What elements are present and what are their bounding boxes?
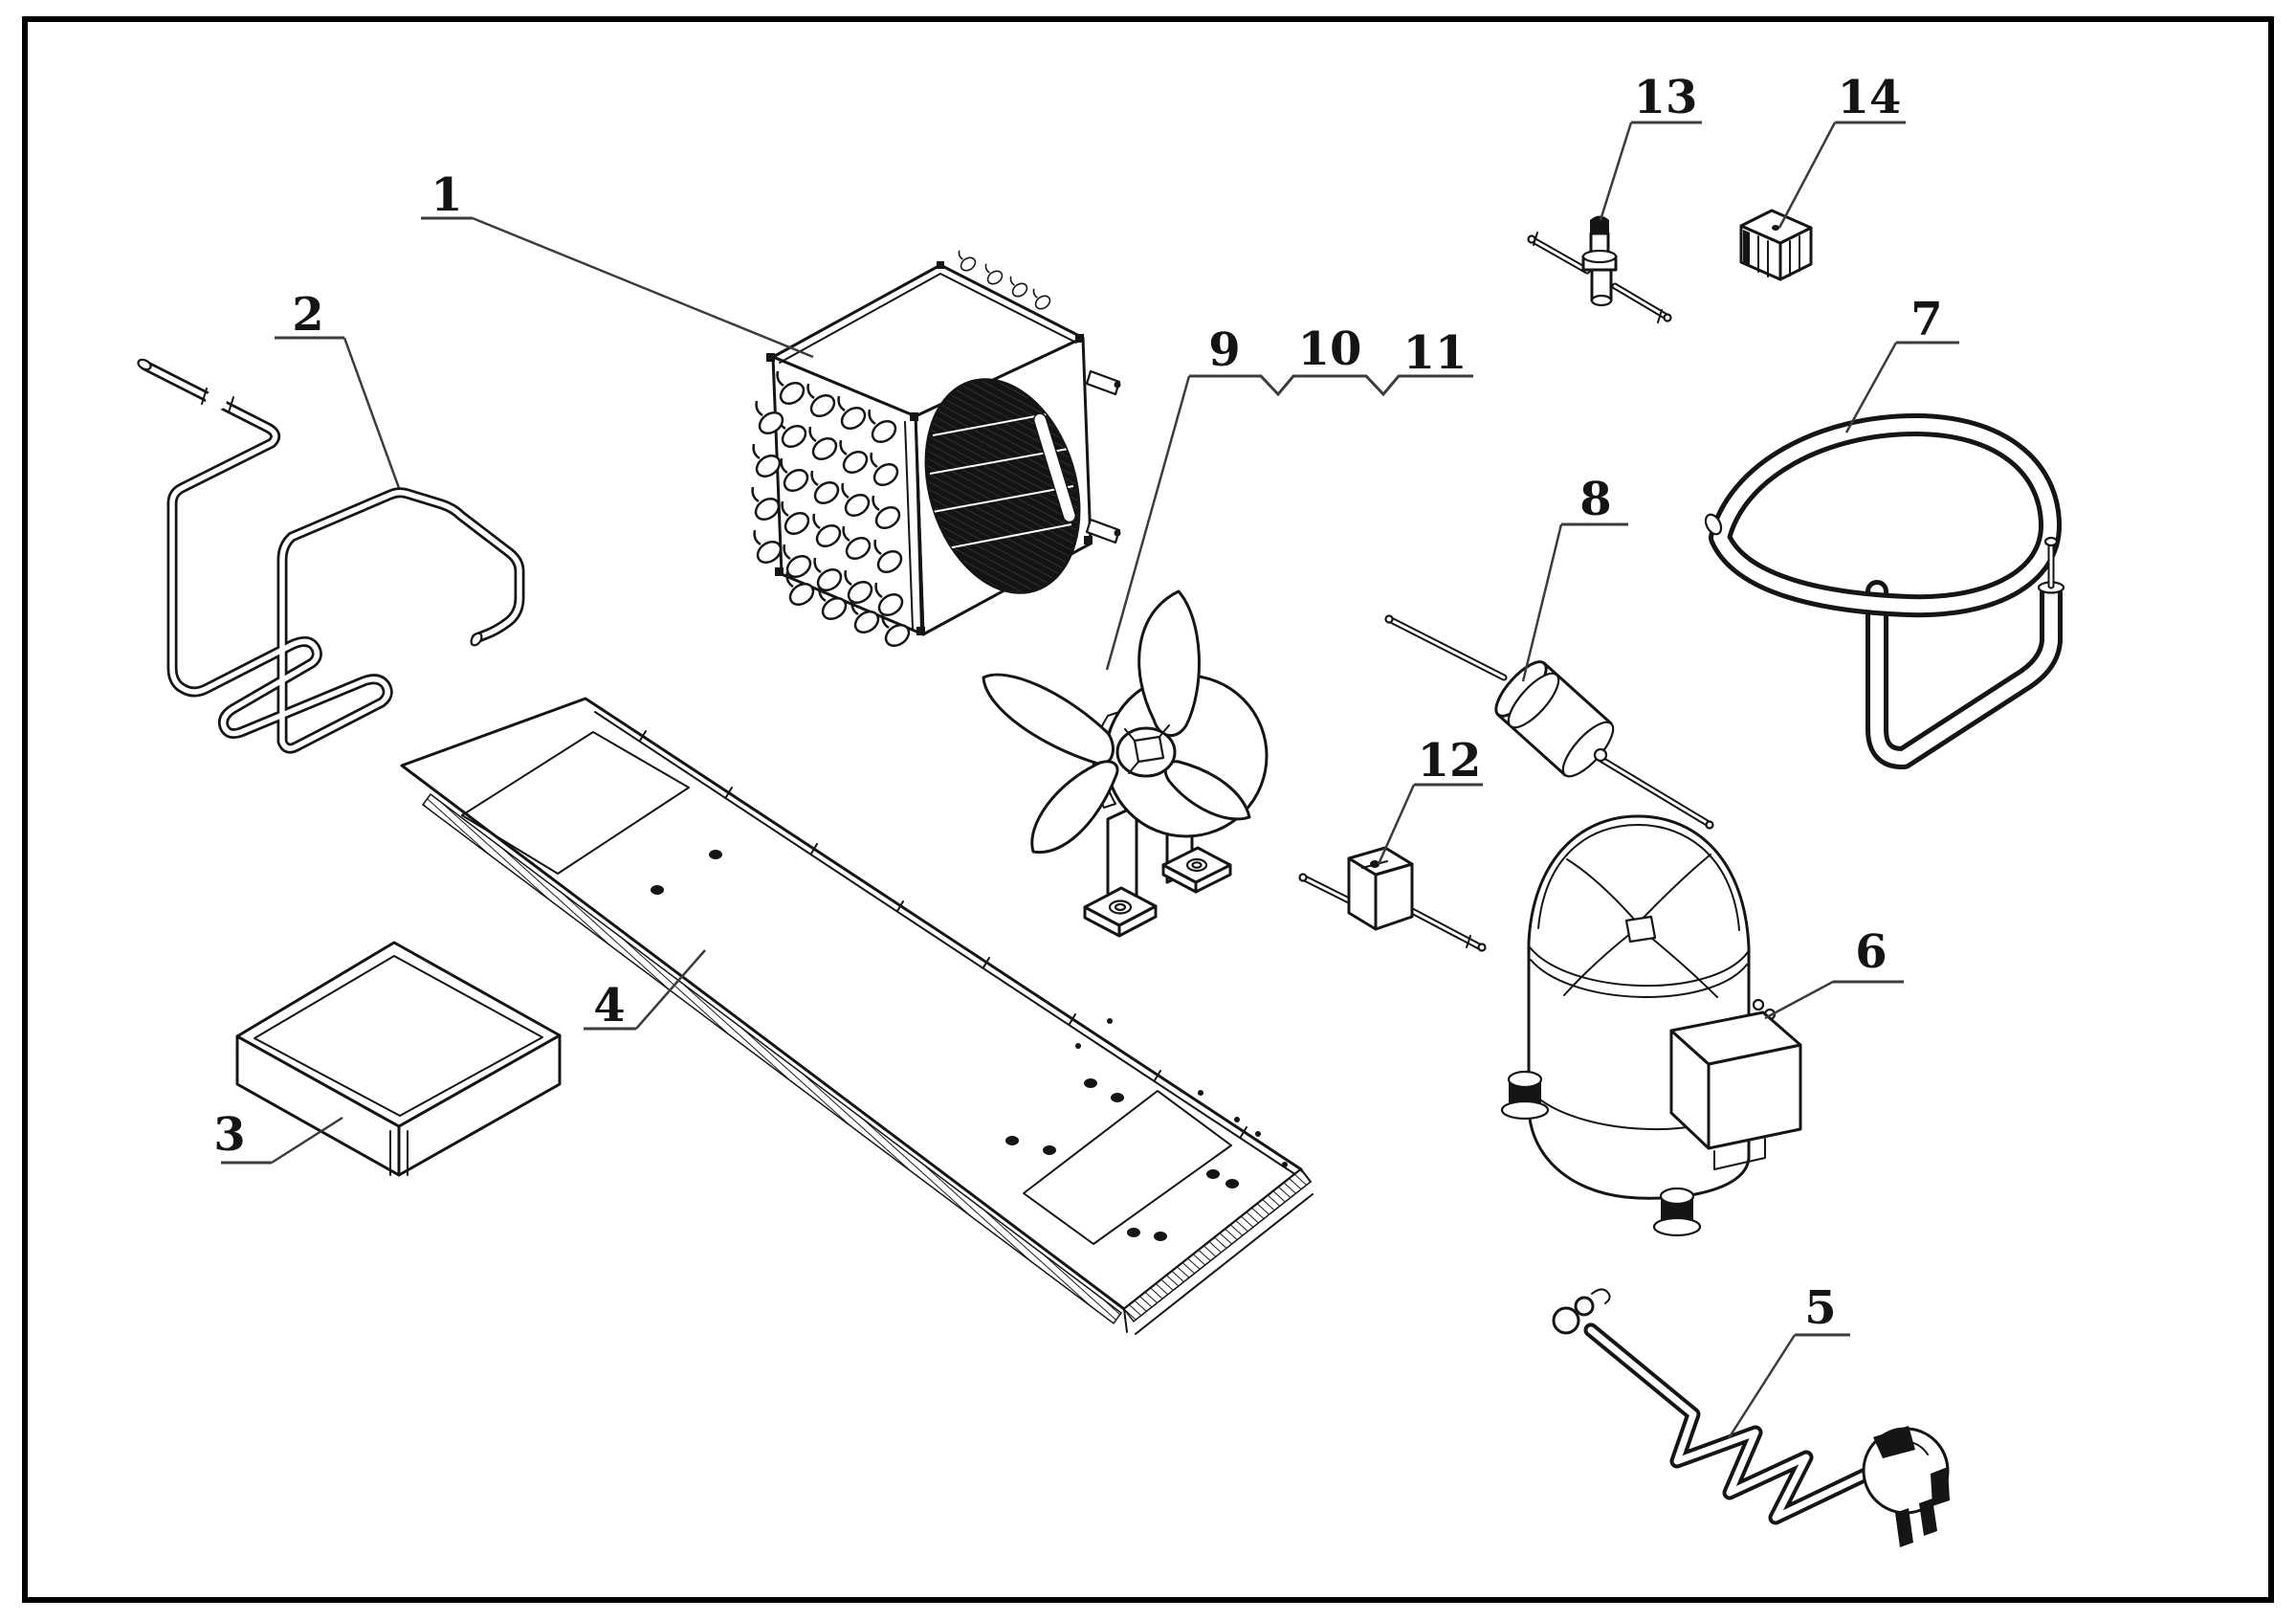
callout-7-number: 7: [1910, 293, 1942, 346]
callout-2: 2: [275, 288, 401, 489]
callout-13-number: 13: [1634, 71, 1698, 124]
part-9-fan-blade: [982, 589, 1251, 855]
callout-12-number: 12: [1418, 734, 1482, 788]
part-5-power-cord: [1552, 1288, 1950, 1547]
callouts-layer: 1 2 3 4 5 6 7 8: [213, 71, 1959, 1439]
callout-4-number: 4: [593, 979, 625, 1033]
callout-7: 7: [1844, 293, 1959, 433]
part-11-fan-motor-bracket: [1083, 800, 1232, 938]
part-2-condenser-connecting-tube: [137, 358, 525, 754]
part-13-charging-valve: [1527, 215, 1672, 323]
part-7-discharge-tube-loop: [1704, 412, 2065, 769]
callout-2-number: 2: [292, 288, 323, 342]
callout-3: 3: [213, 1108, 343, 1165]
part-14-cable-grommet: [1739, 209, 1813, 281]
callout-14: 14: [1777, 71, 1906, 229]
callout-12: 12: [1377, 734, 1483, 865]
callout-5: 5: [1727, 1281, 1850, 1439]
part-6-compressor: [1500, 814, 1802, 1237]
callout-13: 13: [1599, 71, 1702, 221]
callout-3-number: 3: [213, 1108, 245, 1162]
callout-14-number: 14: [1838, 71, 1902, 124]
callout-8-number: 8: [1579, 473, 1611, 526]
part-3-drip-tray: [235, 941, 562, 1177]
callout-5-number: 5: [1804, 1281, 1836, 1335]
callout-9-number: 9: [1208, 323, 1240, 377]
callout-6-number: 6: [1855, 925, 1887, 979]
callout-11-number: 11: [1403, 326, 1468, 380]
callout-1: 1: [421, 168, 814, 359]
callout-8: 8: [1521, 473, 1628, 682]
callout-6: 6: [1764, 925, 1904, 1020]
part-12-service-valve: [1298, 846, 1487, 952]
callout-1-number: 1: [430, 168, 462, 222]
part-8-filter-drier: [1384, 614, 1714, 830]
callout-9-10-11: 9 10 11: [1105, 322, 1473, 671]
part-1-condenser-coil: [750, 249, 1121, 652]
part-4-base-plate: [400, 697, 1314, 1335]
callout-10-number: 10: [1298, 322, 1362, 376]
callout-4: 4: [584, 949, 706, 1033]
